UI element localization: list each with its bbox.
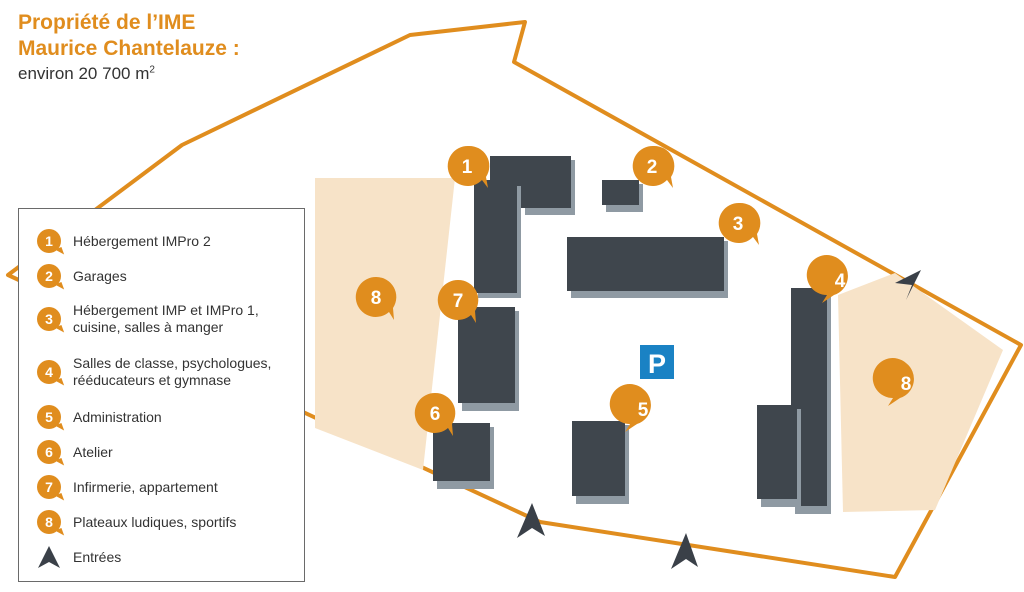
building-1 (474, 156, 575, 298)
marker-6: 6 (414, 392, 456, 436)
legend-item: 7 Infirmerie, appartement (37, 475, 218, 499)
legend-label: Administration (73, 408, 162, 425)
legend-item: 2 Garages (37, 264, 127, 288)
legend-item: 4 Salles de classe, psychologues, rééduc… (37, 355, 303, 389)
legend-item: 3 Hébergement IMP et IMPro 1, cuisine, s… (37, 302, 298, 336)
marker-8-west: 8 (355, 276, 397, 320)
svg-text:1: 1 (462, 157, 473, 178)
legend-number-badge: 2 (37, 264, 61, 288)
area-value: environ 20 700 m (18, 64, 150, 83)
building-7 (458, 307, 519, 411)
entrance-arrow-icon (517, 270, 921, 569)
building-3 (567, 237, 728, 298)
legend-item: 6 Atelier (37, 440, 113, 464)
entrance-arrow-icon (38, 546, 60, 568)
legend-number-badge: 8 (37, 510, 61, 534)
title-line-2: Maurice Chantelauze : (18, 37, 240, 60)
buildings (433, 156, 831, 514)
property-boundary (6, 20, 1023, 579)
building-2 (602, 180, 643, 212)
play-area-west (315, 178, 455, 470)
legend-box: 1 Hébergement IMPro 2 2 Garages 3 Héberg… (18, 208, 305, 582)
legend-number-badge: 6 (37, 440, 61, 464)
legend-item: 5 Administration (37, 405, 162, 429)
parking-icon: P (640, 345, 674, 379)
legend-label: Salles de classe, psychologues, rééducat… (73, 355, 272, 388)
legend-item: 8 Plateaux ludiques, sportifs (37, 510, 236, 534)
legend-number-badge: 1 (37, 229, 61, 253)
svg-text:5: 5 (638, 400, 649, 421)
legend-item: Entrées (37, 545, 121, 569)
svg-text:7: 7 (453, 291, 464, 312)
legend-label: Atelier (73, 443, 113, 460)
marker-5: 5 (609, 384, 651, 432)
svg-text:8: 8 (371, 288, 382, 309)
area-subtitle: environ 20 700 m2 (18, 64, 155, 84)
marker-4: 4 (806, 255, 848, 303)
svg-text:3: 3 (733, 214, 744, 235)
legend-number-badge: 5 (37, 405, 61, 429)
legend-label: Plateaux ludiques, sportifs (73, 513, 237, 530)
marker-3: 3 (718, 202, 761, 245)
play-area-east (838, 273, 1003, 512)
marker-2: 2 (632, 145, 675, 188)
legend-label-entrances: Entrées (73, 548, 122, 565)
building-5 (572, 421, 629, 504)
marker-1: 1 (447, 145, 490, 188)
area-unit-sup: 2 (149, 64, 155, 76)
svg-text:2: 2 (647, 157, 658, 178)
legend-item: 1 Hébergement IMPro 2 (37, 229, 211, 253)
legend-label: Hébergement IMP et IMPro 1, cuisine, sal… (73, 302, 259, 335)
legend-number-badge: 7 (37, 475, 61, 499)
legend-label: Infirmerie, appartement (73, 478, 218, 495)
svg-text:6: 6 (430, 404, 441, 425)
legend-number-badge: 3 (37, 307, 61, 331)
map-markers: 1 2 3 4 5 6 7 8 8 (355, 145, 914, 436)
legend-label: Hébergement IMPro 2 (73, 232, 211, 249)
svg-text:4: 4 (835, 271, 846, 292)
building-4 (757, 288, 831, 514)
building-6 (433, 423, 494, 489)
marker-8-east: 8 (872, 358, 914, 406)
legend-label: Garages (73, 267, 127, 284)
marker-7: 7 (437, 279, 479, 323)
legend-number-badge: 4 (37, 360, 61, 384)
svg-text:P: P (648, 349, 666, 379)
page-title: Propriété de l’IME Maurice Chantelauze : (18, 10, 240, 62)
title-line-1: Propriété de l’IME (18, 11, 196, 34)
svg-text:8: 8 (901, 374, 912, 395)
